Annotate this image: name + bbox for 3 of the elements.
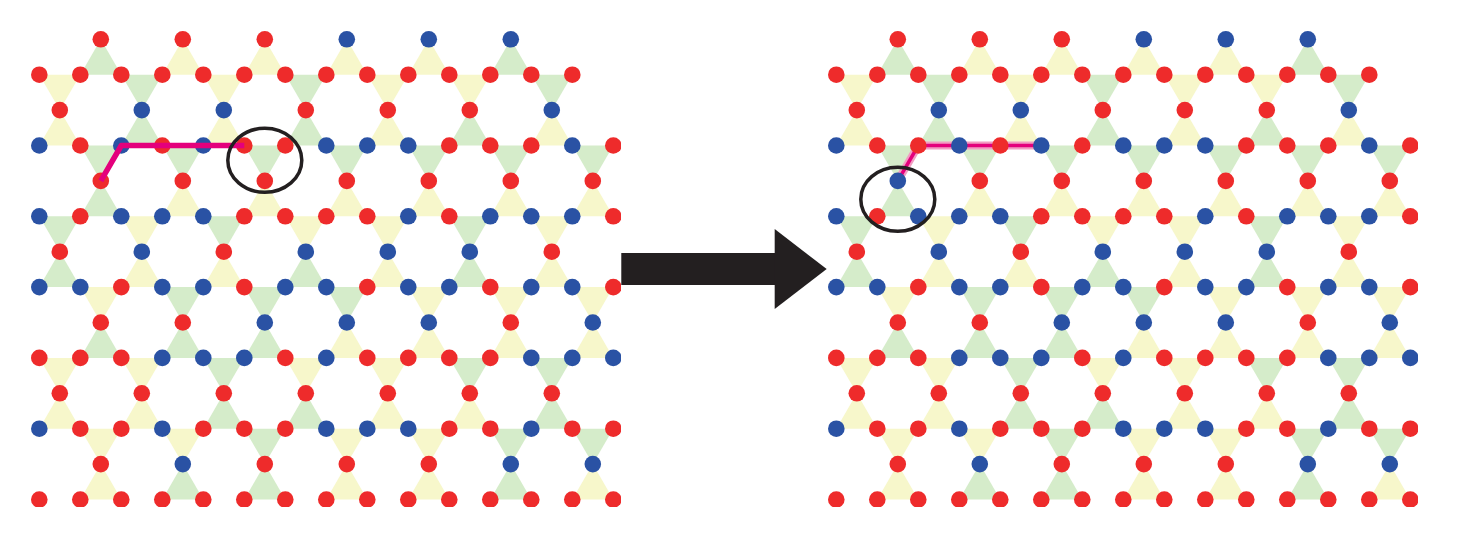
lattice-illustration — [30, 30, 622, 508]
arrow — [621, 229, 827, 310]
lattice-illustration — [827, 30, 1419, 508]
